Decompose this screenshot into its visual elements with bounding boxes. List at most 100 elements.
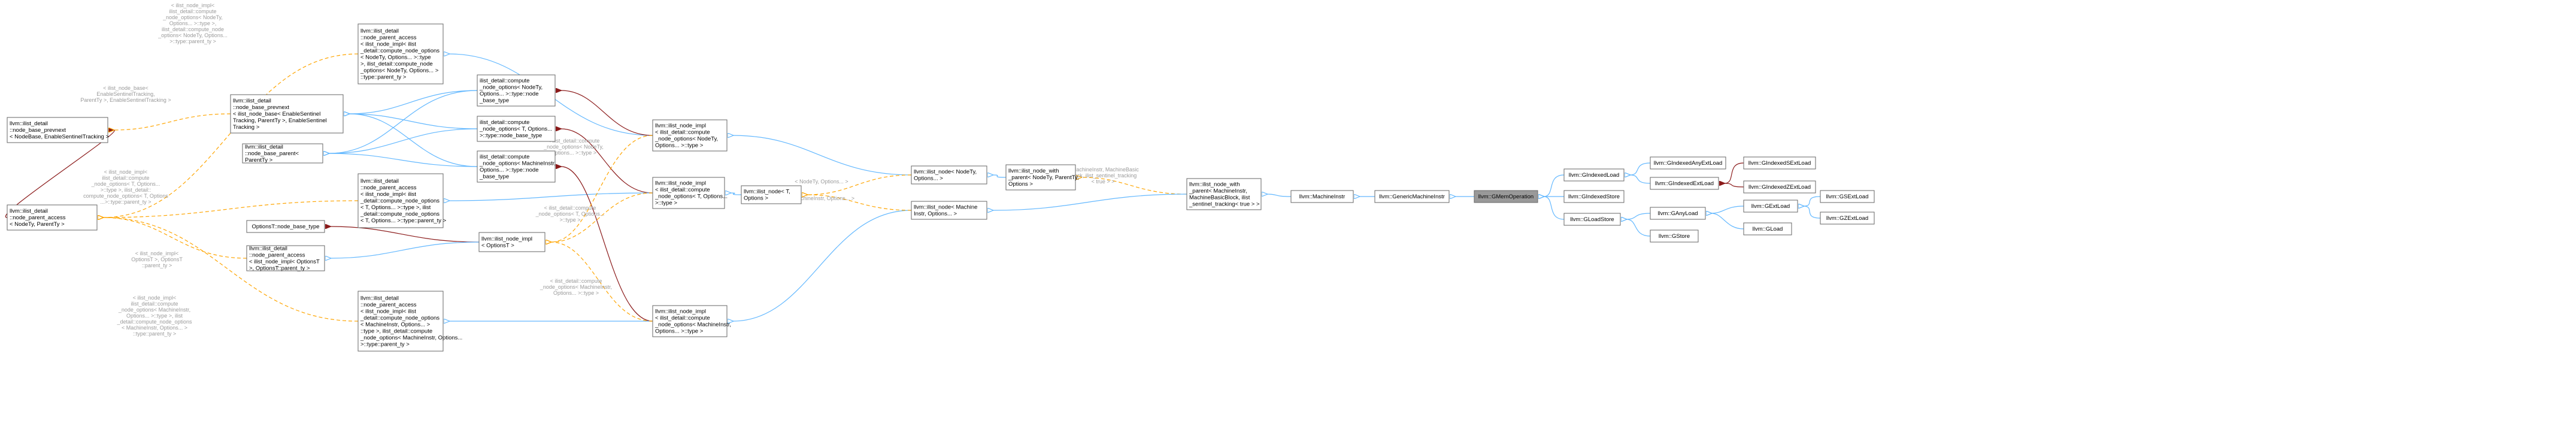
class-node-line: >, ilist_detail::compute_node	[360, 61, 433, 68]
class-node-line: Tracking >	[233, 124, 260, 131]
class-node-gindexedsextload[interactable]: llvm::GIndexedSExtLoad	[1743, 156, 1816, 170]
class-node-line: _node_options< T, Options...	[479, 126, 552, 132]
class-node-line: ::node_base_prevnext	[10, 127, 66, 134]
class-node-optT-nbt[interactable]: OptionsT::node_base_type	[246, 220, 325, 233]
edge-gindexedsextload-to-gindexedextload	[1725, 162, 1744, 183]
edge-impl-mi-to-impl-optT	[551, 242, 653, 322]
edge-label-line: < NodeTy, Options... >	[795, 179, 848, 185]
class-node-line: _sentinel_tracking< true > >	[1189, 201, 1260, 208]
edge-npa-impl-bot-to-npa-nodety	[103, 218, 359, 322]
class-node-box	[1743, 156, 1816, 170]
class-node-box	[477, 150, 556, 183]
edge-impl-T-to-npa-impl-mid	[449, 192, 653, 201]
class-node-node-T[interactable]: llvm::ilist_node< T,Options >	[741, 185, 802, 204]
class-node-line: llvm::ilist_detail	[360, 295, 399, 302]
class-node-line: llvm::ilist_node_impl	[655, 309, 706, 315]
class-node-machineinstr[interactable]: llvm::MachineInstr	[1290, 190, 1354, 203]
class-node-box	[357, 291, 444, 352]
edge-label-line: ilist_detail::compute	[169, 8, 216, 14]
class-node-line: llvm::GStore	[1659, 233, 1690, 240]
class-node-npa-optT[interactable]: llvm::ilist_detail::node_parent_access< …	[246, 245, 325, 272]
class-node-impl-mi[interactable]: llvm::ilist_node_impl< ilist_detail::com…	[652, 305, 731, 337]
edge-label-lbl-npa-bot: < ilist_node_impl<ilist_detail::compute_…	[116, 295, 192, 337]
class-node-gmemop[interactable]: llvm::GMemOperation	[1474, 190, 1538, 203]
class-node-line: _base_type	[479, 174, 509, 180]
class-node-cno-mi[interactable]: ilist_detail::compute_node_options< Mach…	[477, 150, 556, 183]
class-node-gindexedload[interactable]: llvm::GIndexedLoad	[1563, 168, 1625, 182]
class-node-gindexedstore[interactable]: llvm::GIndexedStore	[1563, 190, 1625, 203]
class-node-gsextload[interactable]: llvm::GSExtLoad	[1820, 190, 1875, 203]
class-node-line: < ilist_node_impl< OptionsT	[249, 259, 320, 265]
class-node-box	[1650, 207, 1706, 220]
class-node-gindexedanyextload[interactable]: llvm::GIndexedAnyExtLoad	[1650, 156, 1726, 170]
class-node-line: ilist_detail::compute	[480, 154, 529, 161]
class-node-gindexedzextload[interactable]: llvm::GIndexedZExtLoad	[1743, 180, 1816, 194]
class-node-gzextload[interactable]: llvm::GZExtLoad	[1820, 212, 1875, 225]
class-node-nwp-nodety[interactable]: llvm::ilist_node_with_parent< NodeTy, Pa…	[1005, 164, 1079, 191]
edge-label-line: Options... >::type >, ilist	[126, 313, 183, 319]
class-node-line: llvm::ilist_detail	[249, 246, 287, 252]
class-node-line: llvm::GIndexedAnyExtLoad	[1654, 160, 1723, 167]
class-node-npa-impl-bot[interactable]: llvm::ilist_detail::node_parent_access< …	[357, 291, 462, 352]
class-node-line: llvm::ilist_detail	[360, 178, 399, 185]
class-node-node-nodety[interactable]: llvm::ilist_node< NodeTy,Options... >	[911, 165, 987, 185]
class-node-impl-nodety[interactable]: llvm::ilist_node_impl< ilist_detail::com…	[652, 119, 728, 152]
class-node-impl-optT[interactable]: llvm::ilist_node_impl< OptionsT >	[478, 232, 545, 252]
class-node-line: ::node_parent_access	[360, 185, 417, 191]
class-node-npa-impl-top[interactable]: llvm::ilist_detail::node_parent_access< …	[357, 23, 444, 84]
class-node-line: ::node_parent_access	[10, 215, 66, 221]
class-node-gloadstore[interactable]: llvm::GLoadStore	[1563, 213, 1621, 226]
class-node-impl-T[interactable]: llvm::ilist_node_impl< ilist_detail::com…	[652, 177, 728, 209]
class-node-box	[357, 173, 444, 228]
class-node-line: llvm::GZExtLoad	[1826, 215, 1868, 222]
class-node-gindexedextload[interactable]: llvm::GIndexedExtLoad	[1650, 177, 1719, 190]
class-node-line: Options >	[744, 195, 768, 202]
edge-label-line: >::type::parent_ty >	[169, 38, 216, 44]
class-node-line: < MachineInstr, Options... >	[360, 322, 431, 328]
class-node-line: OptionsT::node_base_type	[251, 223, 319, 230]
edge-nwp-mi-to-node-mi	[993, 194, 1187, 210]
edge-npa-nodety-to-prevnext	[5, 130, 115, 218]
edge-cno-nodety-to-nbp-track	[349, 90, 478, 114]
class-node-genericmi[interactable]: llvm::GenericMachineInstr	[1374, 190, 1450, 203]
class-node-cno-T[interactable]: ilist_detail::compute_node_options< T, O…	[477, 116, 556, 142]
class-node-line: llvm::ilist_node_with	[1189, 182, 1239, 188]
class-node-line: Options... >::type::node	[480, 167, 539, 174]
edge-machineinstr-to-nwp-mi	[1267, 194, 1292, 197]
class-node-line: llvm::ilist_node< T,	[744, 189, 790, 195]
edge-label-line: EnableSentinelTracking,	[96, 91, 154, 97]
class-node-box	[652, 177, 725, 209]
class-node-line: _node_options< T, Options...	[654, 194, 728, 200]
class-node-box	[1290, 190, 1354, 203]
class-node-gstore[interactable]: llvm::GStore	[1650, 229, 1699, 243]
class-node-line: _node_options< MachineInstr,	[479, 161, 556, 167]
edge-label-lbl-cno-mi: < ilist_detail::compute_node_options< Ma…	[540, 278, 612, 296]
class-node-nbparent[interactable]: llvm::ilist_detail::node_base_parent<Par…	[242, 143, 323, 164]
class-node-gload[interactable]: llvm::GLoad	[1743, 222, 1792, 235]
class-node-ganyload[interactable]: llvm::GAnyLoad	[1650, 207, 1706, 220]
edge-impl-nodety-to-cno-nodety	[561, 90, 653, 136]
class-node-line: llvm::ilist_detail	[233, 98, 271, 104]
edge-label-line: _node_options< MachineInstr,	[540, 284, 612, 290]
class-node-line: _detail::compute_node_options	[360, 198, 440, 204]
class-node-box	[7, 117, 108, 143]
class-node-node-mi[interactable]: llvm::ilist_node< MachineInstr, Options.…	[911, 201, 987, 220]
class-node-line: llvm::ilist_node_impl	[655, 180, 706, 187]
class-node-nwp-mi[interactable]: llvm::ilist_node_with_parent< MachineIns…	[1186, 178, 1262, 210]
class-node-line: >, OptionsT::parent_ty >	[249, 265, 310, 272]
edge-gextload-to-ganyload	[1711, 206, 1744, 213]
edge-label-line: < MachineInstr, Options... >	[122, 325, 187, 331]
class-node-line: _node_options< NodeTy,	[654, 136, 718, 143]
class-node-cno-nodety[interactable]: ilist_detail::compute_node_options< Node…	[477, 74, 556, 107]
class-node-npa-nodety[interactable]: llvm::ilist_detail::node_parent_access< …	[7, 204, 98, 231]
edge-label-line: Options... >::type >	[551, 150, 596, 156]
class-node-prevnext[interactable]: llvm::ilist_detail::node_base_prevnext< …	[7, 117, 109, 143]
class-node-npa-impl-mid[interactable]: llvm::ilist_detail::node_parent_access< …	[357, 173, 447, 228]
class-node-box	[357, 23, 444, 84]
edge-label-lbl-nwp: < MachineInstr, MachineBasicBlock, ilist…	[1067, 167, 1139, 185]
class-node-line: llvm::GExtLoad	[1751, 203, 1790, 210]
class-node-gextload[interactable]: llvm::GExtLoad	[1743, 200, 1798, 213]
class-node-nbp-track[interactable]: llvm::ilist_detail::node_base_prevnext< …	[230, 94, 344, 134]
class-node-line: < NodeBase, EnableSentinelTracking >	[10, 134, 109, 140]
edge-gzextload-to-gextload	[1804, 206, 1821, 219]
